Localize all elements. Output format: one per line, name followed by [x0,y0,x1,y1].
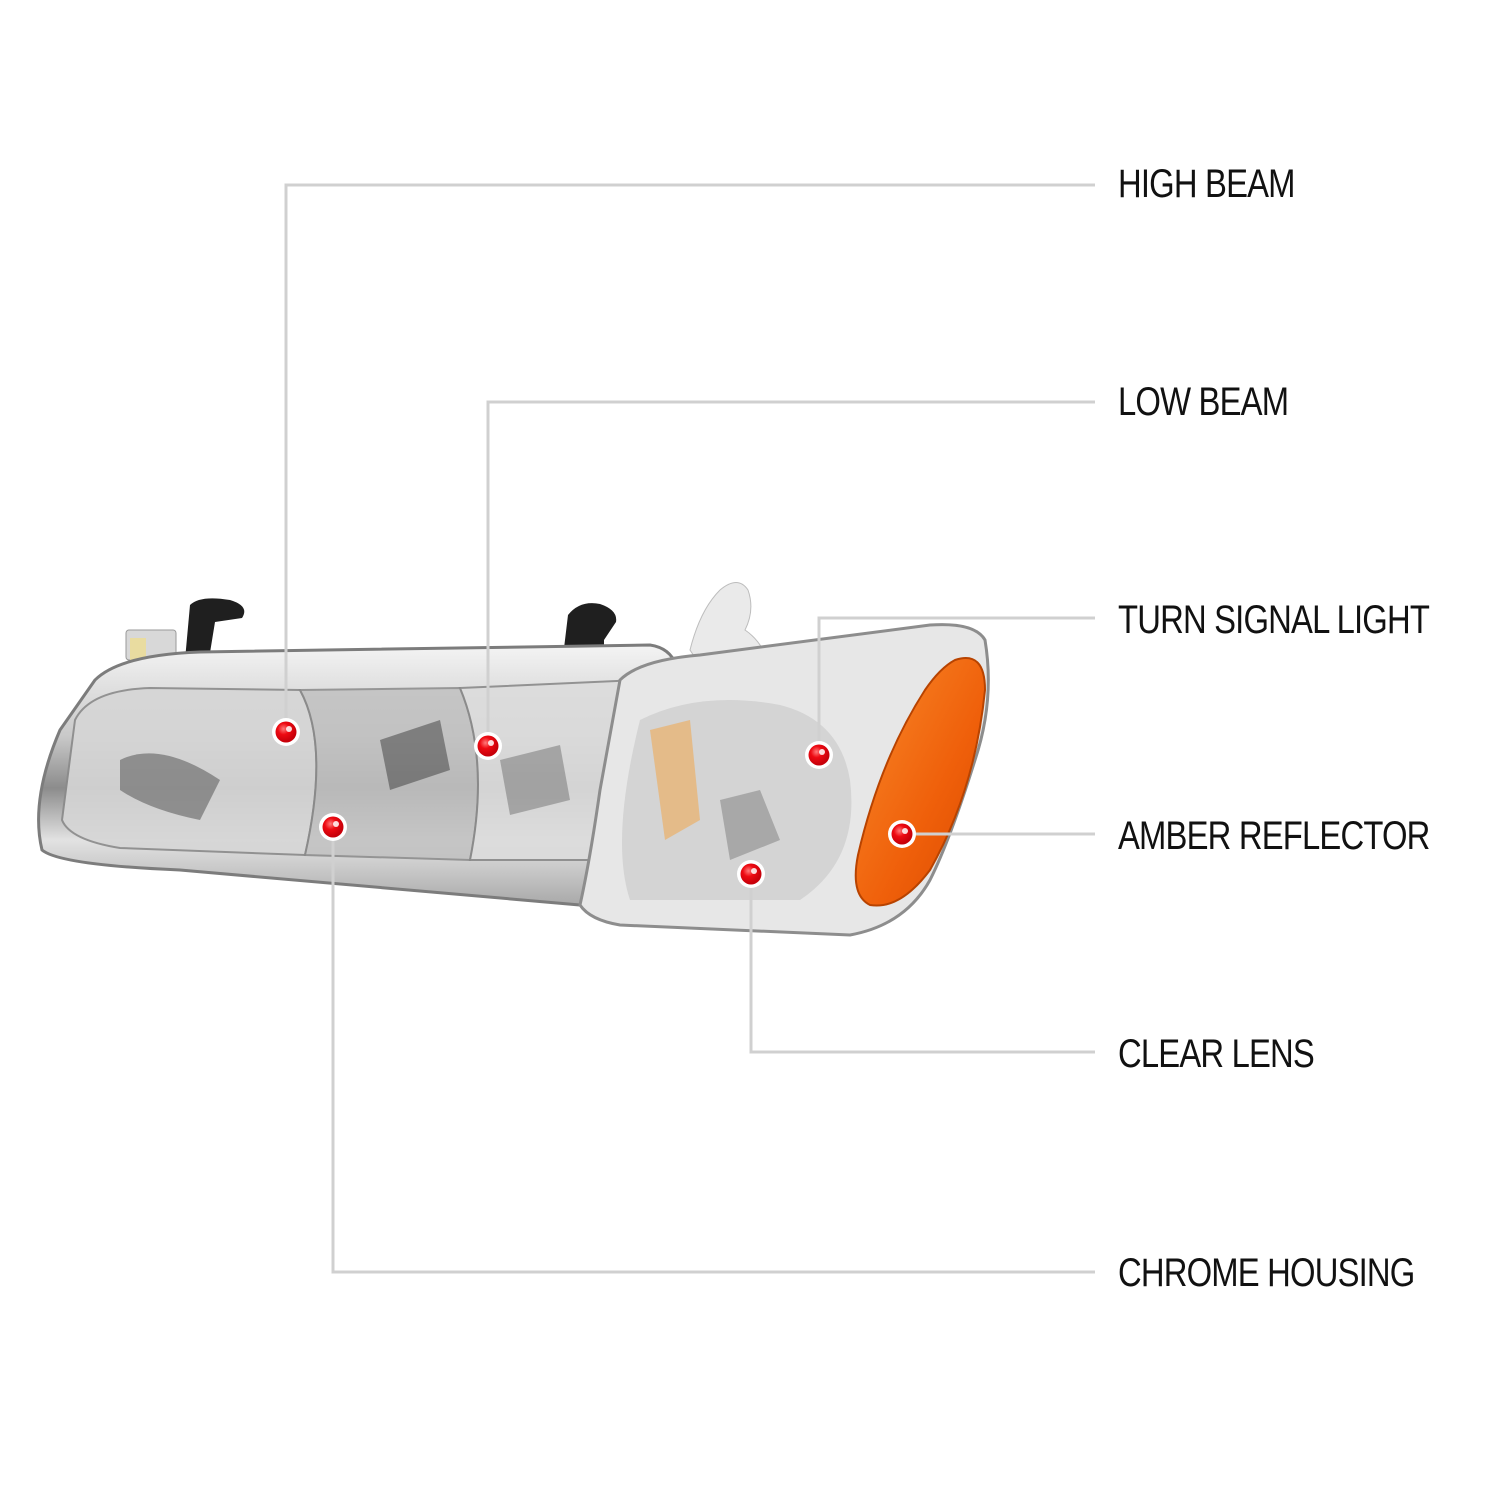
mounting-tab-clear [689,582,769,666]
label-low-beam: LOW BEAM [1118,380,1289,424]
marker-dots [272,718,916,888]
marker-turn-signal-icon [805,741,833,769]
label-chrome-housing: CHROME HOUSING [1118,1251,1415,1295]
marker-high-beam-icon [272,718,300,746]
marker-chrome-housing-icon [319,813,347,841]
headlight-housing [37,643,678,907]
leader-high-beam [284,183,1095,732]
leader-turn-signal [817,616,1095,755]
label-clear-lens: CLEAR LENS [1118,1032,1315,1076]
leader-low-beam [486,400,1095,746]
label-amber-reflector: AMBER REFLECTOR [1118,814,1430,858]
leader-chrome-housing [331,827,1095,1274]
leader-lines [284,183,1095,1274]
leader-clear-lens [749,874,1095,1054]
amber-reflector-lens [854,657,987,907]
marker-amber-reflector-icon [888,820,916,848]
marker-clear-lens-icon [737,860,765,888]
mounting-tab-left [125,598,245,665]
label-turn-signal-light: TURN SIGNAL LIGHT [1118,598,1430,642]
label-high-beam: HIGH BEAM [1118,162,1296,206]
marker-low-beam-icon [474,732,502,760]
